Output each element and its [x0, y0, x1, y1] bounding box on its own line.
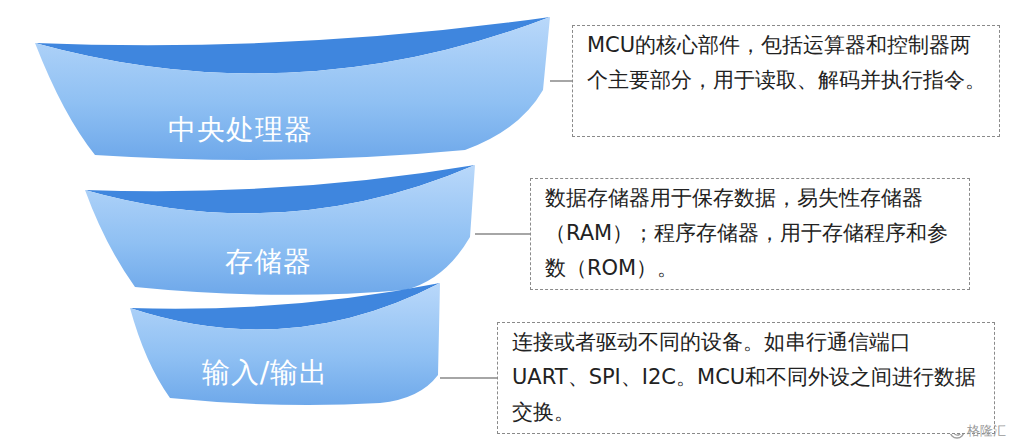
- funnel-ribbon: 输入/输出: [130, 283, 440, 408]
- description-text: 连接或者驱动不同的设备。如串行通信端口UART、SPI、I2C。MCU和不同外设…: [512, 325, 982, 430]
- watermark: 格隆汇: [967, 422, 1006, 440]
- leader-line: [440, 377, 497, 379]
- ribbon-front: [130, 283, 440, 405]
- description-text: 数据存储器用于保存数据，易失性存储器（RAM）；程序存储器，用于存储程序和参数（…: [545, 181, 957, 286]
- ribbon-label: 存储器: [225, 243, 312, 281]
- description-box: 连接或者驱动不同的设备。如串行通信端口UART、SPI、I2C。MCU和不同外设…: [497, 322, 995, 434]
- ribbon-label: 中央处理器: [168, 111, 313, 149]
- description-text: MCU的核心部件，包括运算器和控制器两个主要部分，用于读取、解码并执行指令。: [587, 28, 987, 98]
- ribbon-front: [35, 17, 550, 160]
- funnel-ribbon: 存储器: [85, 165, 475, 295]
- leader-line: [550, 80, 572, 82]
- ribbon-front: [85, 165, 475, 295]
- description-box: MCU的核心部件，包括运算器和控制器两个主要部分，用于读取、解码并执行指令。: [572, 25, 1000, 137]
- funnel-ribbon: 中央处理器: [35, 15, 550, 165]
- description-box: 数据存储器用于保存数据，易失性存储器（RAM）；程序存储器，用于存储程序和参数（…: [530, 178, 970, 290]
- ribbon-label: 输入/输出: [202, 354, 328, 392]
- ribbon-shape: [130, 283, 440, 408]
- leader-line: [475, 233, 530, 235]
